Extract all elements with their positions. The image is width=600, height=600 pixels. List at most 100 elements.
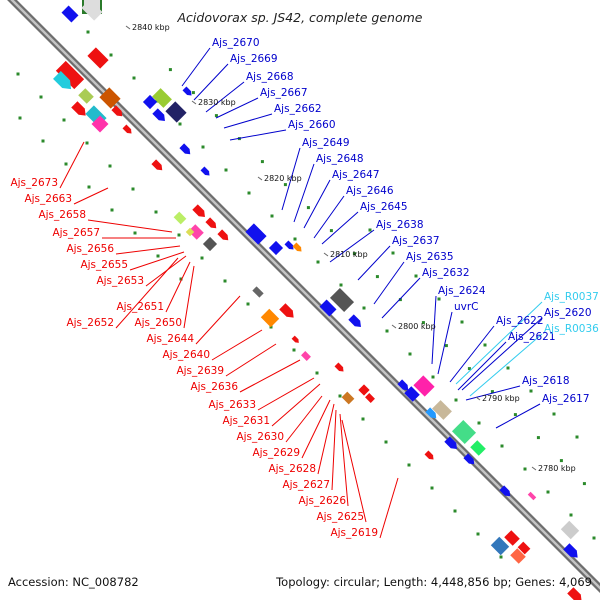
gene-label-ajs_2657[interactable]: Ajs_2657	[52, 227, 100, 239]
gene-tick-mark	[316, 260, 320, 264]
gene-label-ajs_2617[interactable]: Ajs_2617	[542, 393, 590, 405]
gene-tick-mark	[407, 463, 411, 467]
rna-label-ajs_r0036[interactable]: Ajs_R0036	[544, 323, 599, 335]
leader-line	[465, 385, 521, 401]
gene-block	[252, 286, 264, 298]
gene-label-ajs_2669[interactable]: Ajs_2669	[230, 53, 278, 65]
gene-block	[81, 0, 103, 21]
gene-tick-mark	[368, 228, 372, 232]
tick-mark	[257, 176, 263, 181]
leader-line	[321, 211, 359, 245]
gene-label-ajs_2637[interactable]: Ajs_2637	[392, 235, 440, 247]
gene-tick-mark	[306, 206, 310, 210]
gene-tick-mark	[41, 139, 45, 143]
gene-tick-mark	[201, 145, 205, 149]
gene-block	[319, 299, 337, 317]
gene-tick-mark	[506, 366, 510, 370]
gene-label-ajs_2622[interactable]: Ajs_2622	[496, 315, 544, 327]
gene-label-ajs_2638[interactable]: Ajs_2638	[376, 219, 424, 231]
leader-line	[115, 257, 179, 329]
gene-label-ajs_2629[interactable]: Ajs_2629	[252, 447, 300, 459]
gene-label-ajs_2646[interactable]: Ajs_2646	[346, 185, 394, 197]
gene-label-ajs_2624[interactable]: Ajs_2624	[438, 285, 486, 297]
gene-label-ajs_2625[interactable]: Ajs_2625	[316, 511, 364, 523]
gene-arrow	[182, 86, 192, 96]
gene-label-ajs_2651[interactable]: Ajs_2651	[116, 301, 164, 313]
gene-label-ajs_2653[interactable]: Ajs_2653	[96, 275, 144, 287]
gene-label-ajs_2639[interactable]: Ajs_2639	[176, 365, 224, 377]
gene-label-ajs_2632[interactable]: Ajs_2632	[422, 267, 470, 279]
gene-tick-mark	[408, 352, 412, 356]
gene-label-ajs_2655[interactable]: Ajs_2655	[80, 259, 128, 271]
gene-label-ajs_2628[interactable]: Ajs_2628	[268, 463, 316, 475]
gene-block	[268, 240, 284, 256]
gene-block	[358, 384, 370, 396]
gene-label-ajs_2640[interactable]: Ajs_2640	[162, 349, 210, 361]
gene-arrow	[151, 159, 163, 171]
label-leader-lines	[59, 47, 543, 539]
gene-label-ajs_2662[interactable]: Ajs_2662	[274, 103, 322, 115]
gene-block	[490, 536, 510, 556]
gene-block	[365, 393, 375, 403]
gene-tick-mark	[384, 440, 388, 444]
gene-label-ajs_2619[interactable]: Ajs_2619	[330, 527, 378, 539]
gene-label-ajs_2650[interactable]: Ajs_2650	[134, 317, 182, 329]
gene-tick-mark	[86, 30, 90, 34]
gene-tick-mark	[168, 68, 172, 72]
gene-arrow	[284, 240, 294, 250]
gene-label-ajs_2656[interactable]: Ajs_2656	[66, 243, 114, 255]
rna-label-ajs_r0037[interactable]: Ajs_R0037	[544, 291, 599, 303]
gene-label-ajs_2621[interactable]: Ajs_2621	[508, 331, 556, 343]
gene-label-ajs_2667[interactable]: Ajs_2667	[260, 87, 308, 99]
gene-label-ajs_2648[interactable]: Ajs_2648	[316, 153, 364, 165]
leader-line	[357, 245, 391, 281]
tick-label: 2820 kbp	[264, 174, 302, 183]
gene-tick-mark	[552, 412, 556, 416]
gene-arrow	[192, 204, 205, 217]
gene-tick-mark	[64, 162, 68, 166]
gene-label-ajs_2649[interactable]: Ajs_2649	[302, 137, 350, 149]
gene-label-ajs_2636[interactable]: Ajs_2636	[190, 381, 238, 393]
gene-label-ajs_2630[interactable]: Ajs_2630	[236, 431, 284, 443]
leader-line	[449, 325, 495, 383]
gene-label-ajs_2658[interactable]: Ajs_2658	[38, 209, 86, 221]
gene-arrow	[122, 124, 132, 134]
gene-block	[451, 419, 477, 445]
gene-label-uvrc[interactable]: uvrC	[454, 301, 479, 313]
gene-label-ajs_2645[interactable]: Ajs_2645	[360, 201, 408, 213]
gene-label-ajs_2663[interactable]: Ajs_2663	[24, 193, 72, 205]
gene-label-ajs_2670[interactable]: Ajs_2670	[212, 37, 260, 49]
gene-block	[61, 5, 79, 23]
gene-label-ajs_2673[interactable]: Ajs_2673	[10, 177, 58, 189]
gene-label-ajs_2631[interactable]: Ajs_2631	[222, 415, 270, 427]
gene-label-ajs_2647[interactable]: Ajs_2647	[332, 169, 380, 181]
leader-line	[205, 81, 245, 113]
gene-label-ajs_2627[interactable]: Ajs_2627	[282, 479, 330, 491]
gene-label-ajs_2652[interactable]: Ajs_2652	[66, 317, 114, 329]
gene-block	[413, 375, 435, 397]
leader-line	[379, 477, 399, 539]
gene-labels[interactable]: Ajs_2670Ajs_2669Ajs_2668Ajs_2667Ajs_2662…	[10, 37, 599, 539]
rna-label-ajs_2620[interactable]: Ajs_2620	[544, 307, 592, 319]
leader-line	[381, 277, 421, 319]
gene-tick-mark	[223, 279, 227, 283]
leader-line	[373, 261, 405, 305]
gene-label-ajs_2660[interactable]: Ajs_2660	[288, 119, 336, 131]
gene-label-ajs_2626[interactable]: Ajs_2626	[298, 495, 346, 507]
gene-tick-mark	[536, 436, 540, 440]
gene-tick-mark	[292, 348, 296, 352]
gene-label-ajs_2644[interactable]: Ajs_2644	[146, 333, 194, 345]
gene-tick-mark	[421, 321, 425, 325]
gene-block	[55, 60, 85, 90]
leader-line	[271, 383, 321, 427]
gene-tick-mark	[431, 375, 435, 379]
gene-block	[504, 530, 520, 546]
gene-label-ajs_2633[interactable]: Ajs_2633	[208, 399, 256, 411]
gene-tick-mark	[523, 467, 527, 471]
gene-tick-mark	[108, 164, 112, 168]
gene-label-ajs_2635[interactable]: Ajs_2635	[406, 251, 454, 263]
gene-label-ajs_2668[interactable]: Ajs_2668	[246, 71, 294, 83]
gene-label-ajs_2618[interactable]: Ajs_2618	[522, 375, 570, 387]
gene-tick-mark	[154, 210, 158, 214]
